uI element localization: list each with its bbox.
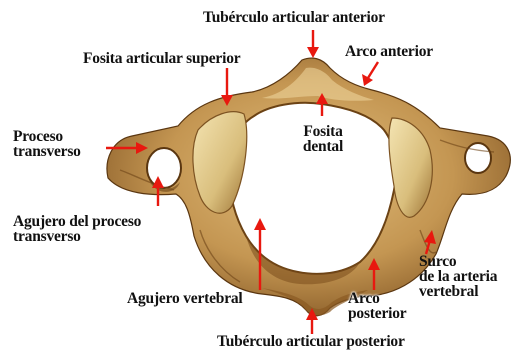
arrow-arco-anterior (368, 62, 378, 78)
left-transverse-foramen (147, 148, 181, 188)
right-transverse-foramen (465, 143, 491, 173)
label-tuberculo-articular-anterior: Tubérculo articular anterior (203, 10, 385, 25)
label-arco-posterior: Arco posterior (348, 291, 406, 321)
label-agujero-del-proceso-transverso: Agujero del proceso transverso (13, 214, 141, 244)
label-proceso-transverso: Proceso transverso (13, 129, 81, 159)
label-surco-arteria-vertebral: Surco de la arteria vertebral (419, 254, 497, 299)
label-fosita-articular-superior: Fosita articular superior (83, 51, 240, 66)
label-fosita-dental: Fosita dental (296, 124, 350, 154)
label-agujero-vertebral: Agujero vertebral (127, 291, 243, 306)
label-arco-anterior: Arco anterior (345, 44, 433, 59)
label-tuberculo-articular-posterior: Tubérculo articular posterior (217, 334, 405, 349)
